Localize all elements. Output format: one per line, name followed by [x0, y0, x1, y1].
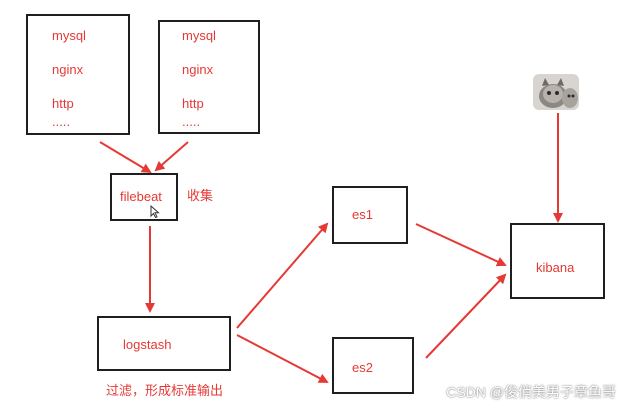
source-item-nginx: nginx: [52, 62, 83, 77]
arrow-source2-to-filebeat: [156, 142, 188, 170]
source-item-mysql: mysql: [182, 28, 216, 43]
arrow-logstash-to-es2: [237, 335, 327, 382]
arrow-logstash-to-es1: [237, 224, 327, 328]
csdn-watermark: CSDN @俊俏美男子章鱼哥: [446, 382, 616, 402]
source-item-ellipsis: .....: [52, 114, 70, 129]
filebeat-box: filebeat: [110, 173, 178, 221]
logstash-note: 过滤，形成标准输出: [106, 380, 223, 399]
es2-label: es2: [352, 360, 373, 375]
arrow-es2-to-kibana: [426, 275, 505, 358]
source-item-mysql: mysql: [52, 28, 86, 43]
source-item-ellipsis: .....: [182, 114, 200, 129]
es1-label: es1: [352, 207, 373, 222]
source-box-1: mysql nginx http .....: [26, 14, 130, 135]
filebeat-label: filebeat: [120, 189, 162, 204]
arrow-source1-to-filebeat: [100, 142, 150, 172]
source-item-nginx: nginx: [182, 62, 213, 77]
kibana-label: kibana: [536, 260, 574, 275]
source-box-2: mysql nginx http .....: [158, 20, 260, 134]
source-item-http: http: [52, 96, 74, 111]
logstash-label: logstash: [123, 337, 171, 352]
es1-box: es1: [332, 186, 408, 244]
logstash-box: logstash: [97, 316, 231, 371]
mouse-cursor-icon: [150, 205, 160, 218]
cat-avatar-icon: [533, 74, 579, 110]
source-item-http: http: [182, 96, 204, 111]
arrow-es1-to-kibana: [416, 224, 505, 265]
filebeat-note: 收集: [187, 185, 213, 204]
kibana-box: kibana: [510, 223, 605, 299]
es2-box: es2: [332, 337, 414, 394]
